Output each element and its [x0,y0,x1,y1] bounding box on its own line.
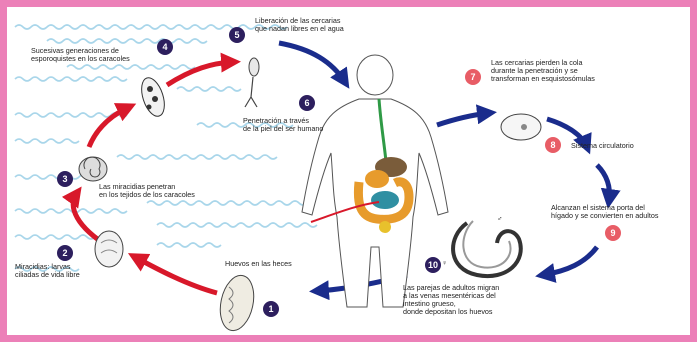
cercaria-illustration [245,58,259,107]
step-number-4: 4 [162,42,167,52]
sporocyst-illustration [137,75,168,119]
wave-line [177,87,241,91]
step-number-7: 7 [470,72,475,82]
wave-line [15,235,95,239]
arrow-8-to-9 [597,165,610,201]
wave-line [67,65,195,69]
wave-line [15,139,79,143]
step-number-9: 9 [610,228,615,238]
small-intestine [371,191,399,209]
miracidium-illustration [95,231,123,267]
step-number-10: 10 [428,260,438,270]
wave-line [157,223,317,227]
arrow-9-to-10 [543,247,597,275]
step-number-5: 5 [234,30,239,40]
egg-illustration [216,272,259,333]
arrow-4-to-5 [167,62,233,85]
arrow-body-to-7 [437,113,489,125]
stomach-organ [365,170,389,188]
step-9-label-line: hígado y se convierten en adultos [551,211,659,220]
step-6-label-line: de la piel del ser humano [243,124,323,133]
arrow-3-to-4 [89,107,129,147]
eggs-label: Huevos en las heces [225,259,292,268]
step-number-1: 1 [268,304,273,314]
bladder-organ [379,221,391,233]
wave-line [15,209,127,213]
wave-line [117,155,277,159]
human-body-figure [302,55,448,307]
step-3-label-line: en los tejidos de los caracoles [99,190,195,199]
snail-illustration [79,157,107,181]
male-symbol: ♂ [497,214,502,223]
step-8-label-line: Sistema circulatorio [571,141,634,150]
step-number-6: 6 [304,98,309,108]
wave-line [15,25,287,29]
wave-line [15,77,127,81]
step-4-label-line: esporoquistes en los caracoles [31,54,130,63]
step-number-2: 2 [62,248,67,258]
female-symbol: ♀ [442,258,447,267]
wave-line [147,201,307,205]
step-2-label-line: ciliadas de vida libre [15,270,80,279]
step-5-label-line: que nadan libres en el agua [255,24,344,33]
arrow-5-to-6 [279,43,345,82]
adult-worms-illustration [453,221,521,276]
wave-line [47,39,207,43]
schistosomulum-illustration [501,114,541,140]
wave-line [157,243,221,247]
arrow-1-to-2 [135,257,217,293]
step-10-label-line: donde depositan los huevos [403,307,493,316]
step-number-3: 3 [62,174,67,184]
step-number-8: 8 [550,140,555,150]
step-7-label-line: transforman en esquistosómulas [491,74,595,83]
